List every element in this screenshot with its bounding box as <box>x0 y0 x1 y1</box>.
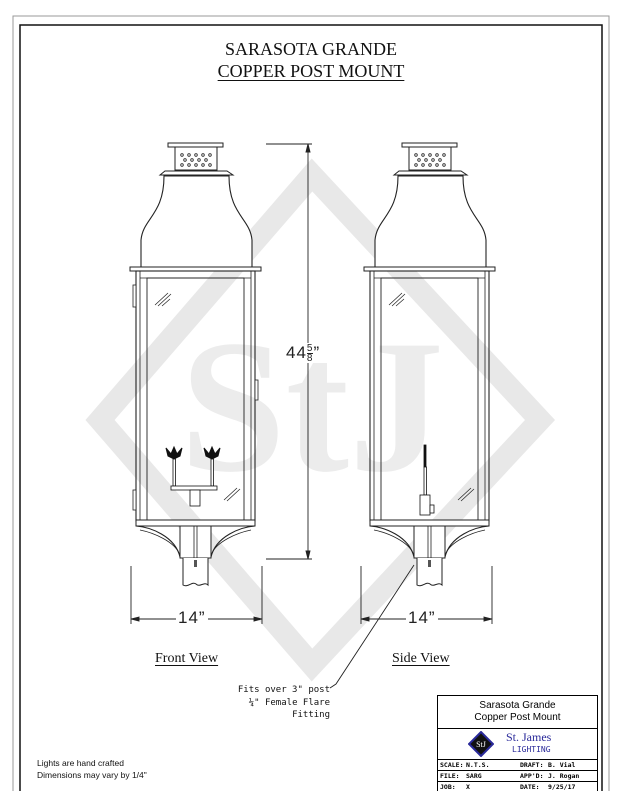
appd-label: APP'D: <box>520 772 544 780</box>
height-fraction-num: 5 <box>306 343 314 355</box>
front-width-label: 14” <box>176 608 208 628</box>
drawing-title-line2: COPPER POST MOUNT <box>217 61 405 81</box>
watermark-text: StJ <box>180 302 444 512</box>
front-view-label: Front View <box>155 651 219 666</box>
side-width-label: 14” <box>406 608 438 628</box>
scale-label: SCALE: <box>440 761 464 769</box>
draft-value: B. Vial <box>548 761 576 769</box>
company-sub: LIGHTING <box>512 745 551 754</box>
note-line1: Lights are hand crafted <box>37 758 124 768</box>
post-callout: Fits over 3" post ¼" Female Flare Fittin… <box>238 684 330 722</box>
callout-line3: Fitting <box>292 710 330 720</box>
drawing-title-line1: SARASOTA GRANDE <box>224 39 398 59</box>
date-label: DATE: <box>520 783 540 791</box>
appd-value: J. Rogan <box>548 772 580 780</box>
callout-line2: ¼" Female Flare <box>248 697 330 708</box>
title-block-name: Sarasota Grande Copper Post Mount <box>438 696 597 729</box>
height-fraction-den: 8 <box>306 353 314 365</box>
height-unit: ” <box>313 343 321 362</box>
note-line2: Dimensions may vary by 1/4" <box>37 770 147 780</box>
side-view-label: Side View <box>392 651 450 666</box>
watermark-logo: StJ <box>85 158 556 682</box>
file-value: SARG <box>466 772 482 780</box>
notes: Lights are hand crafted Dimensions may v… <box>37 757 147 781</box>
file-label: FILE: <box>440 772 460 780</box>
title-block-row-job: JOB: X DATE: 9/25/17 <box>438 781 597 792</box>
title-block: Sarasota Grande Copper Post Mount StJ St… <box>437 695 598 791</box>
title-block-company: StJ St. James LIGHTING <box>438 729 597 760</box>
callout-line1: Fits over 3" post <box>237 685 330 695</box>
title-block-name2: Copper Post Mount <box>474 711 561 723</box>
callout-leader <box>329 564 415 689</box>
title-block-row-file: FILE: SARG APP'D: J. Rogan <box>438 770 597 782</box>
title-block-row-scale: SCALE: N.T.S. DRAFT: B. Vial <box>438 759 597 771</box>
burner-assembly <box>165 445 221 507</box>
logo-text: StJ <box>476 740 486 749</box>
scale-value: N.T.S. <box>466 761 490 769</box>
st-james-logo-icon: StJ <box>468 731 494 757</box>
page-border <box>12 15 610 791</box>
title-block-name1: Sarasota Grande <box>479 700 556 711</box>
side-view-drawing <box>363 142 496 587</box>
job-value: X <box>466 783 470 791</box>
height-whole: 44 <box>286 343 307 362</box>
date-value: 9/25/17 <box>548 783 576 791</box>
drawing-border <box>19 24 603 791</box>
front-view-drawing <box>129 142 262 587</box>
draft-label: DRAFT: <box>520 761 544 769</box>
job-label: JOB: <box>440 783 456 791</box>
company-name: St. James <box>506 730 552 744</box>
